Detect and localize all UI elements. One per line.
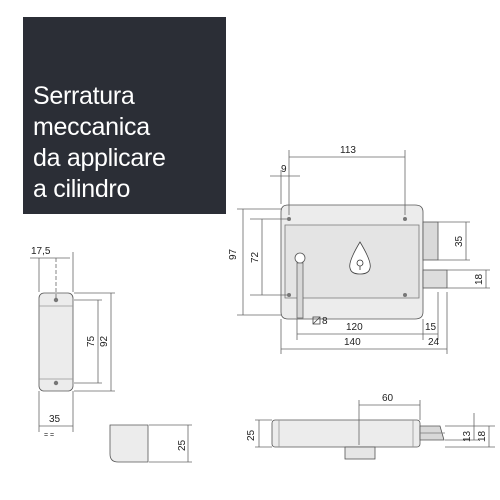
title-panel: Serratura meccanica da applicare a cilin… — [23, 17, 226, 214]
front-dim-hole-span: 120 — [346, 322, 363, 333]
side-view-body — [38, 292, 74, 392]
bottom-dim-cylinder-offset: 60 — [382, 393, 394, 404]
bottom-dim-bolt-thickness: 13 — [462, 430, 473, 442]
front-dim-case-side: 35 — [454, 235, 465, 247]
hole-diameter-symbol — [312, 316, 321, 325]
keeper-dim-height: 25 — [177, 439, 188, 451]
front-dim-bolt-height: 18 — [474, 273, 485, 285]
front-view: 113 9 97 72 35 18 8 12 — [228, 145, 490, 354]
title-line: Serratura — [33, 82, 135, 110]
side-view-screw-hole — [53, 297, 59, 303]
latch-housing — [422, 221, 439, 261]
title-line: meccanica — [33, 113, 150, 141]
spindle-bar — [296, 262, 304, 319]
fixing-hole — [403, 293, 407, 297]
side-dim-top-offset: 17,5 — [31, 246, 51, 257]
front-dim-total-height: 97 — [228, 248, 239, 260]
side-dim-width: 35 — [49, 414, 61, 425]
side-dim-inner-height: 75 — [86, 335, 97, 347]
front-dim-bolt-offset: 15 — [425, 322, 437, 333]
front-dim-hole-diameter: 8 — [322, 316, 328, 327]
bottom-view: 60 25 13 18 — [246, 393, 495, 460]
bottom-dim-bolt-height: 18 — [477, 430, 488, 442]
front-dim-case-width: 140 — [344, 337, 361, 348]
side-dim-outer-height: 92 — [99, 335, 110, 347]
front-dim-top-width: 113 — [340, 145, 356, 156]
keeper-body — [109, 424, 149, 463]
bottom-cylinder — [344, 446, 376, 460]
keeper-view: 25 — [109, 424, 192, 463]
fixing-hole — [287, 217, 291, 221]
product-title: Serratura meccanica da applicare a cilin… — [33, 81, 166, 205]
fixing-hole — [287, 293, 291, 297]
front-dim-fixing-offset: 9 — [281, 164, 287, 175]
front-dim-bolt-projection: 24 — [428, 337, 440, 348]
side-ground-mark: = = — [44, 432, 54, 439]
side-view-screw-hole — [53, 380, 59, 386]
side-view: 17,5 75 92 35 = = — [30, 246, 115, 439]
bottom-dim-height: 25 — [246, 429, 257, 441]
title-line: a cilindro — [33, 175, 131, 203]
dead-bolt — [422, 269, 448, 289]
spindle-hole — [294, 252, 306, 264]
front-dim-hole-spacing: 72 — [250, 251, 261, 263]
fixing-hole — [403, 217, 407, 221]
cylinder-escutcheon — [349, 241, 371, 275]
bottom-case — [271, 419, 421, 448]
title-line: da applicare — [33, 144, 166, 172]
